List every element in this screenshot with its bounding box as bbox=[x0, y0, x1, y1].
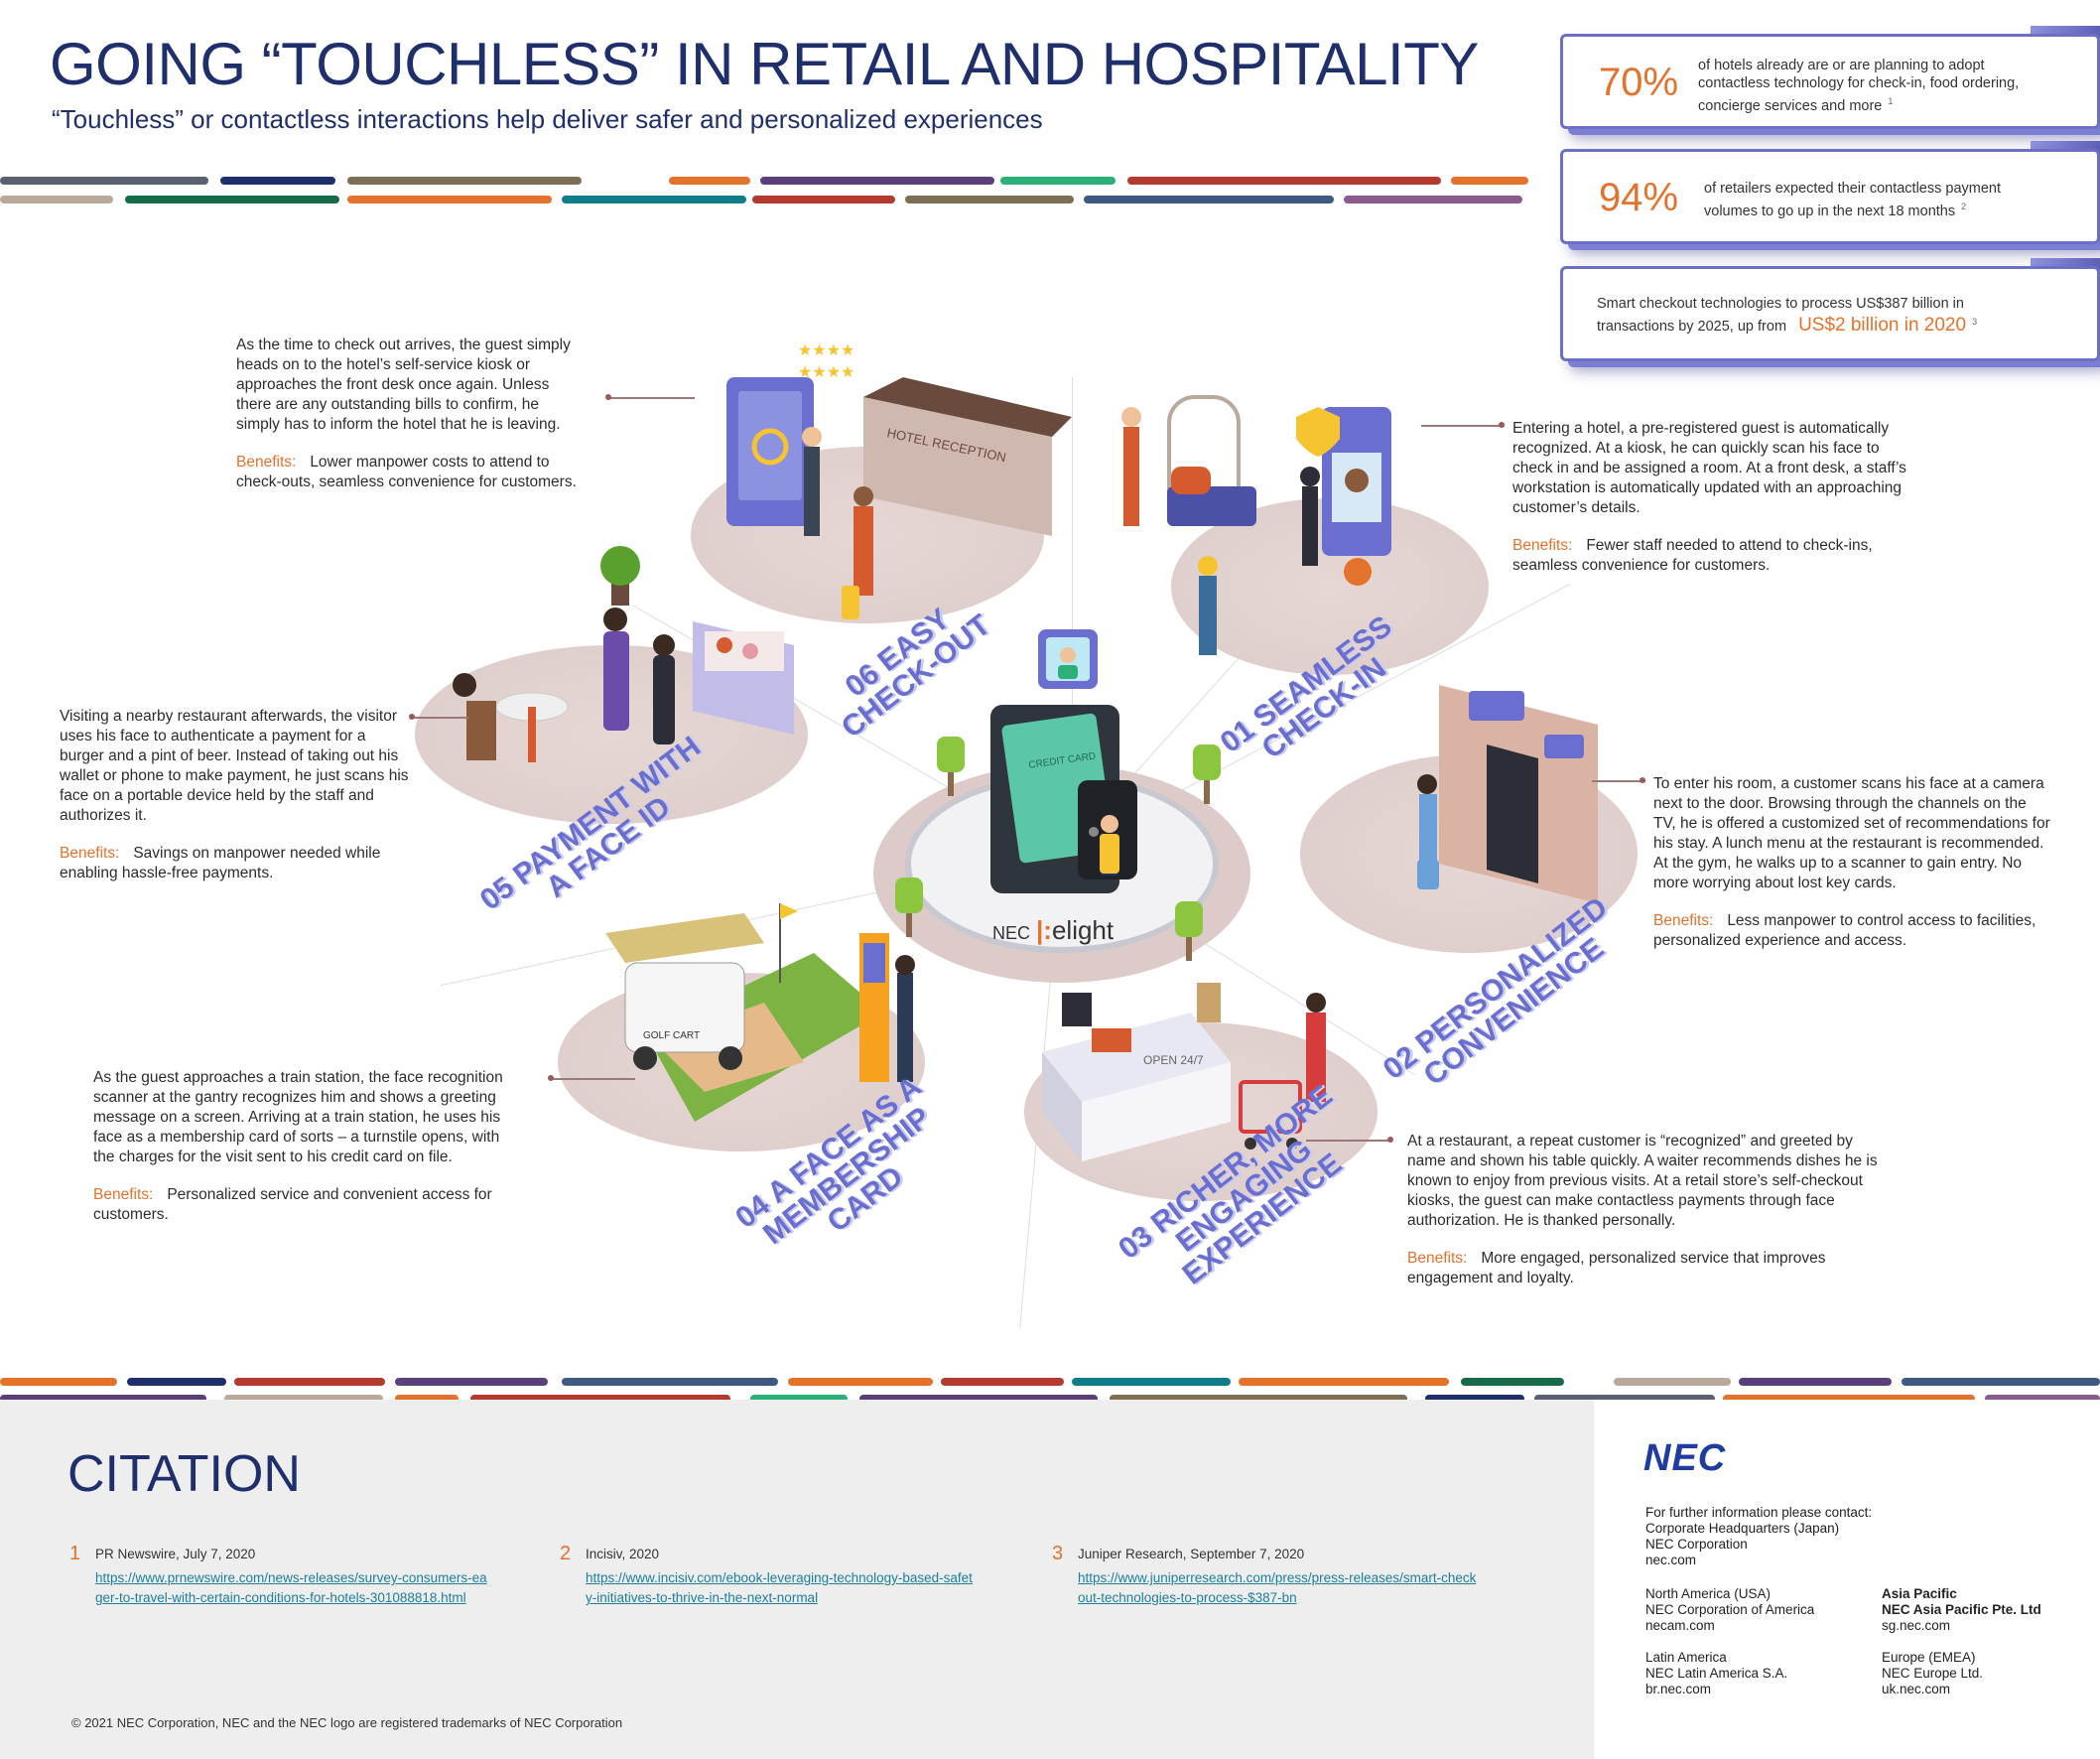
copyright-text: © 2021 NEC Corporation, NEC and the NEC … bbox=[71, 1715, 623, 1730]
face-scan-bubble-icon bbox=[1038, 629, 1098, 689]
golf-cart-plate: GOLF CART bbox=[643, 1030, 700, 1041]
tree-icon bbox=[1193, 744, 1221, 804]
pos-terminal-icon bbox=[1062, 993, 1092, 1026]
rating-stars-icon: ★★★★ bbox=[798, 340, 854, 359]
tv-screen-icon bbox=[1469, 691, 1524, 721]
citation-number: 3 bbox=[1052, 1543, 1064, 1564]
membership-scene-illustration: GOLF CART bbox=[605, 903, 915, 1122]
story-checkin: Entering a hotel, a pre-registered guest… bbox=[1512, 420, 1906, 574]
contact-site-eu[interactable]: uk.nec.com bbox=[1882, 1682, 1951, 1696]
story-personalized: To enter his room, a customer scans his … bbox=[1653, 775, 2050, 949]
top-stripe-row-2 bbox=[0, 196, 1548, 203]
citation-number: 2 bbox=[560, 1543, 572, 1564]
plant-icon bbox=[611, 582, 629, 606]
golf-cart-icon bbox=[624, 962, 745, 1053]
stat-value: 94% bbox=[1599, 176, 1679, 219]
citation-link-3[interactable]: https://www.juniperresearch.com/press/pr… bbox=[1078, 1570, 1477, 1605]
nec-logo: NEC bbox=[1643, 1437, 1727, 1479]
tree-icon bbox=[895, 878, 923, 937]
bottom-stripe-row-2 bbox=[0, 1395, 2100, 1403]
page-title: GOING “TOUCHLESS” IN RETAIL AND HOSPITAL… bbox=[50, 31, 1479, 97]
stat-text: Smart checkout technologies to process U… bbox=[1597, 296, 1978, 336]
checkout-counter-icon bbox=[1042, 1013, 1231, 1102]
checkout-scene-illustration: ★★★★ ★★★★ HOTEL RECEPTION bbox=[726, 340, 1072, 619]
citation-source: Incisiv, 2020 bbox=[586, 1547, 660, 1561]
tree-icon bbox=[937, 737, 965, 796]
citation-number: 1 bbox=[69, 1543, 81, 1564]
golf-flag-icon bbox=[780, 903, 798, 919]
story-payment: Visiting a nearby restaurant afterwards,… bbox=[60, 708, 409, 881]
citation-link-1[interactable]: https://www.prnewswire.com/news-releases… bbox=[95, 1570, 487, 1605]
citation-source: PR Newswire, July 7, 2020 bbox=[95, 1547, 256, 1561]
contact-asia-pacific: Asia Pacific NEC Asia Pacific Pte. Ltd s… bbox=[1882, 1586, 2080, 1634]
story-richer: At a restaurant, a repeat customer is “r… bbox=[1407, 1133, 1878, 1286]
contact-europe: Europe (EMEA) NEC Europe Ltd. uk.nec.com bbox=[1882, 1650, 2080, 1697]
tree-icon bbox=[1175, 901, 1203, 961]
contact-latin-america: Latin America NEC Latin America S.A. br.… bbox=[1645, 1650, 1874, 1697]
contact-intro: For further information please contact: … bbox=[1645, 1505, 1943, 1568]
stat-highlight: US$2 billion in 2020 bbox=[1798, 314, 1967, 336]
stat-box-70: 70% of hotels already are or are plannin… bbox=[1560, 34, 2100, 129]
svg-text:★★★★: ★★★★ bbox=[798, 362, 854, 381]
page-subtitle: “Touchless” or contactless interactions … bbox=[52, 104, 1043, 134]
contact-north-america: North America (USA) NEC Corporation of A… bbox=[1645, 1586, 1874, 1634]
story-membership: As the guest approaches a train station,… bbox=[93, 1069, 503, 1223]
checkin-scene-illustration bbox=[1121, 395, 1391, 655]
shopping-cart-icon bbox=[1239, 1080, 1302, 1134]
hub-brand: NEC|:elight bbox=[992, 915, 1115, 945]
stat-box-387: Smart checkout technologies to process U… bbox=[1560, 266, 2100, 361]
contact-site-na[interactable]: necam.com bbox=[1645, 1618, 1715, 1633]
citation-panel bbox=[0, 1400, 1594, 1759]
stat-text: of retailers expected their contactless … bbox=[1704, 181, 2002, 219]
citation-source: Juniper Research, September 7, 2020 bbox=[1078, 1547, 1305, 1561]
top-stripe-row-1 bbox=[0, 177, 1548, 185]
reception-desk-icon bbox=[863, 397, 1052, 536]
gear-icon bbox=[1344, 558, 1372, 586]
bottom-stripe-row-1 bbox=[0, 1378, 2100, 1386]
contact-site-la[interactable]: br.nec.com bbox=[1645, 1682, 1712, 1696]
door-scanner-icon bbox=[1544, 735, 1584, 758]
contact-site-ap[interactable]: sg.nec.com bbox=[1882, 1618, 1951, 1633]
contact-panel bbox=[1594, 1400, 2100, 1759]
personalized-scene-illustration bbox=[1417, 685, 1598, 903]
citation-title: CITATION bbox=[67, 1445, 301, 1503]
richer-scene-illustration: OPEN 24/7 bbox=[1042, 983, 1326, 1161]
stat-value: 70% bbox=[1599, 61, 1679, 104]
contact-site-hq[interactable]: nec.com bbox=[1645, 1553, 1697, 1567]
open-sign: OPEN 24/7 bbox=[1143, 1053, 1204, 1067]
shield-icon bbox=[1296, 407, 1340, 457]
story-checkout: As the time to check out arrives, the gu… bbox=[236, 337, 577, 490]
citation-link-2[interactable]: https://www.incisiv.com/ebook-leveraging… bbox=[586, 1570, 973, 1605]
wallet-illustration: CREDIT CARD bbox=[990, 705, 1137, 893]
stat-text: of hotels already are or are planning to… bbox=[1698, 58, 2020, 114]
stat-box-94: 94% of retailers expected their contactl… bbox=[1560, 149, 2100, 244]
payment-scene-illustration bbox=[453, 546, 794, 762]
